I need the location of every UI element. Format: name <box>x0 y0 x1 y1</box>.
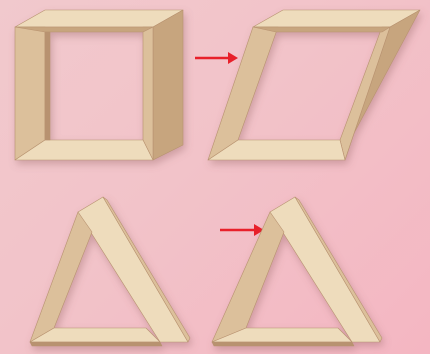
triangle-right-bar <box>78 197 188 342</box>
square-right-side <box>153 10 183 160</box>
square-frame <box>15 10 183 160</box>
triangle-frame-pushed <box>212 197 382 346</box>
push-arrow-bottom <box>220 224 264 236</box>
parallelogram-frame <box>208 10 420 160</box>
triangle-left-bar <box>30 212 92 342</box>
square-left-bar <box>15 27 45 160</box>
transform-arrow-top <box>195 52 238 64</box>
square-inner-left <box>45 32 50 140</box>
triangle2-right-bar <box>270 197 380 342</box>
triangle-bottom-edge <box>30 342 162 346</box>
para-right-bar <box>340 27 390 160</box>
triangle-frame <box>30 197 190 346</box>
triangle2-bottom-edge <box>212 342 354 346</box>
para-top-bar <box>253 27 390 32</box>
triangle2-left-bar <box>212 212 284 342</box>
square-right-bar <box>143 27 153 160</box>
